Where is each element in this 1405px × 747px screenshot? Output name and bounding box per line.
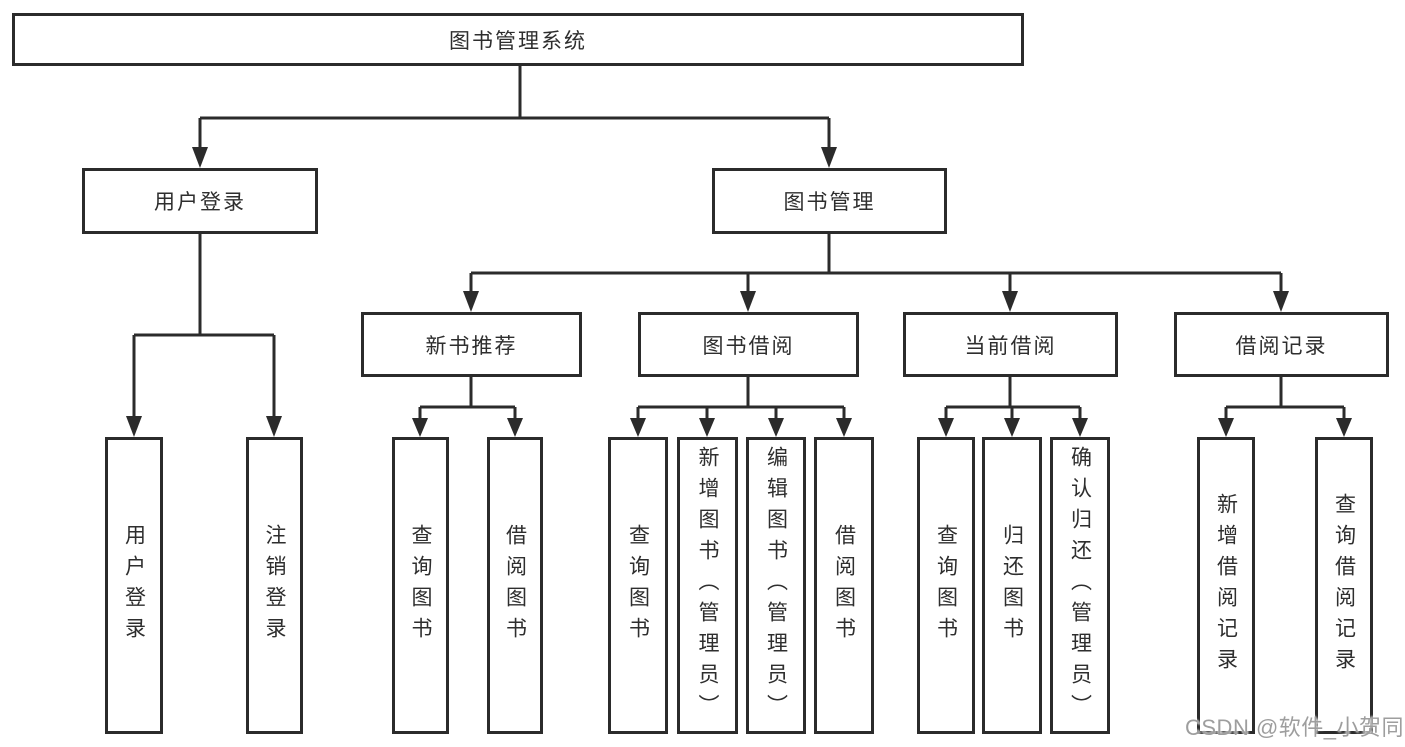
leaf-label: 编辑图书（管理员） xyxy=(764,446,788,725)
leaf-label: 归还图书 xyxy=(1000,523,1024,648)
node-label: 新书推荐 xyxy=(425,334,518,358)
leaf-return-books: 归还图书 xyxy=(982,437,1042,734)
leaf-borrow-books: 借阅图书 xyxy=(814,437,874,734)
node-book-management-branch: 图书管理 xyxy=(712,168,947,234)
leaf-label: 新增借阅记录 xyxy=(1214,492,1238,679)
leaf-query-books: 查询图书 xyxy=(917,437,975,734)
node-new-book-recommend: 新书推荐 xyxy=(361,312,582,377)
node-label: 图书借阅 xyxy=(702,334,795,358)
leaf-label: 查询图书 xyxy=(934,523,958,648)
leaf-add-book-admin: 新增图书（管理员） xyxy=(677,437,738,734)
node-current-borrowing: 当前借阅 xyxy=(903,312,1118,377)
leaf-label: 查询图书 xyxy=(626,523,650,648)
leaf-label: 借阅图书 xyxy=(832,523,856,648)
leaf-query-borrow-record: 查询借阅记录 xyxy=(1315,437,1373,734)
node-borrowing-records: 借阅记录 xyxy=(1174,312,1389,377)
leaf-label: 借阅图书 xyxy=(503,523,527,648)
csdn-watermark: CSDN @软件_小贺同学 xyxy=(1185,715,1405,740)
node-label: 图书管理系统 xyxy=(449,29,587,53)
node-user-login-branch: 用户登录 xyxy=(82,168,318,234)
leaf-label: 注销登录 xyxy=(263,523,287,648)
leaf-label: 用户登录 xyxy=(122,523,146,648)
leaf-user-login: 用户登录 xyxy=(105,437,163,734)
leaf-add-borrow-record: 新增借阅记录 xyxy=(1197,437,1255,734)
node-label: 当前借阅 xyxy=(964,334,1057,358)
leaf-confirm-return-admin: 确认归还（管理员） xyxy=(1050,437,1110,734)
leaf-label: 查询借阅记录 xyxy=(1332,492,1356,679)
leaf-label: 查询图书 xyxy=(409,523,433,648)
leaf-label: 确认归还（管理员） xyxy=(1068,446,1092,725)
leaf-edit-book-admin: 编辑图书（管理员） xyxy=(746,437,806,734)
node-label: 借阅记录 xyxy=(1235,334,1328,358)
leaf-query-books: 查询图书 xyxy=(392,437,449,734)
node-book-borrowing: 图书借阅 xyxy=(638,312,859,377)
node-label: 图书管理 xyxy=(783,191,876,214)
leaf-label: 新增图书（管理员） xyxy=(696,446,720,725)
leaf-query-books: 查询图书 xyxy=(608,437,668,734)
leaf-logout: 注销登录 xyxy=(246,437,303,734)
node-system-root: 图书管理系统 xyxy=(12,13,1024,66)
node-label: 用户登录 xyxy=(154,191,246,214)
leaf-borrow-books: 借阅图书 xyxy=(487,437,543,734)
